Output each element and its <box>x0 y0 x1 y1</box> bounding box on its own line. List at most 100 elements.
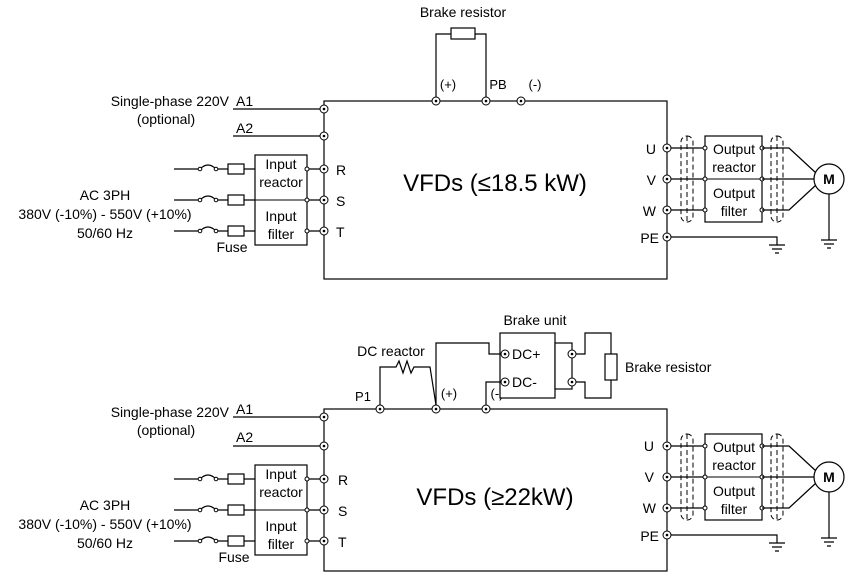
rst-terminals-top <box>319 164 329 236</box>
input-reactor-label-2-top: reactor <box>259 174 303 190</box>
w-label-top: W <box>643 203 657 219</box>
brake-resistor-top <box>450 27 476 40</box>
a2-terminal-top <box>319 131 329 141</box>
output-filter-label-1-top: Output <box>713 185 755 201</box>
output-reactor-label-1-bottom: Output <box>713 439 755 455</box>
input-reactor-label-2-bottom: reactor <box>259 484 303 500</box>
brake-resistor-bottom <box>604 353 618 381</box>
diagram-small-vfd: VFDs (≤18.5 kW) Brake resistor (+) PB (-… <box>18 4 845 280</box>
vfd-box-bottom <box>323 408 668 572</box>
r-label-top: R <box>336 162 346 178</box>
ground-icon <box>821 537 837 547</box>
output-reactor-label-2-bottom: reactor <box>712 457 756 473</box>
u-label-top: U <box>646 141 656 157</box>
motor-label-bottom: M <box>823 469 835 485</box>
v-label-bottom: V <box>645 469 655 485</box>
voltage-label-top: 380V (-10%) - 550V (+10%) <box>18 206 191 222</box>
output-filter-label-1-bottom: Output <box>713 483 755 499</box>
r-label-bottom: R <box>338 472 348 488</box>
fuse-label-top: Fuse <box>216 239 247 255</box>
brake-unit-terminals <box>500 349 510 387</box>
input-box-outputs-top <box>304 166 320 234</box>
dc-plus-label-bottom: (+) <box>441 386 457 401</box>
input-lines-top <box>174 163 255 237</box>
optional-label-top: (optional) <box>137 111 195 127</box>
output-reactor-label-1-top: Output <box>713 141 755 157</box>
output-filter-label-2-top: filter <box>721 203 748 219</box>
dc-terminals-bottom <box>375 404 491 414</box>
pe-wire-bottom <box>671 534 778 543</box>
a1-label-bottom: A1 <box>236 401 253 417</box>
uvw-terminals-top <box>662 143 672 242</box>
a2-terminal-bottom <box>319 441 329 451</box>
voltage-label-bottom: 380V (-10%) - 550V (+10%) <box>18 516 191 532</box>
t-label-top: T <box>336 224 345 240</box>
t-label-bottom: T <box>338 534 347 550</box>
brake-resistor-wires-bottom <box>576 332 612 399</box>
input-filter-label-2-top: filter <box>268 226 295 242</box>
w-label-bottom: W <box>643 500 657 516</box>
a2-label-bottom: A2 <box>236 429 253 445</box>
vfd-title-top: VFDs (≤18.5 kW) <box>403 170 587 197</box>
brake-unit-output-terminals <box>567 349 577 387</box>
ac3ph-label-top: AC 3PH <box>80 187 131 203</box>
dc-plus-label-top: (+) <box>440 77 456 92</box>
dc-plus-terminal-label: DC+ <box>512 346 540 362</box>
ground-icon <box>769 244 785 254</box>
input-lines-bottom <box>174 473 255 547</box>
output-filter-label-2-bottom: filter <box>721 501 748 517</box>
dc-minus-label-top: (-) <box>529 77 542 92</box>
a2-label-top: A2 <box>236 120 253 136</box>
single-phase-label-top: Single-phase 220V <box>111 93 230 109</box>
motor-wires-top <box>762 147 817 211</box>
freq-label-top: 50/60 Hz <box>77 225 133 241</box>
single-phase-label-bottom: Single-phase 220V <box>111 404 230 420</box>
input-filter-label-1-top: Input <box>265 208 296 224</box>
dc-reactor-label: DC reactor <box>357 343 425 359</box>
brake-unit-minus-wire <box>485 381 500 405</box>
ground-icon <box>821 239 837 249</box>
dc-terminal-minus-top <box>516 96 526 106</box>
brake-resistor-label-top: Brake resistor <box>420 4 507 20</box>
brake-resistor-label-bottom: Brake resistor <box>625 359 712 375</box>
dc-reactor <box>379 359 437 406</box>
freq-label-bottom: 50/60 Hz <box>77 535 133 551</box>
pe-label-top: PE <box>640 230 659 246</box>
output-reactor-label-2-top: reactor <box>712 159 756 175</box>
brake-unit-box <box>499 332 556 399</box>
uvw-wires-top <box>671 147 705 211</box>
a1-terminal-top <box>319 104 329 114</box>
input-filter-label-2-bottom: filter <box>268 536 295 552</box>
rst-terminals-bottom <box>319 474 329 546</box>
vfd-title-bottom: VFDs (≥22kW) <box>416 484 573 511</box>
brake-unit-label: Brake unit <box>503 312 566 328</box>
pe-label-bottom: PE <box>640 528 659 544</box>
motor-wires-bottom <box>762 445 817 509</box>
uvw-wires-bottom <box>671 445 705 509</box>
ground-icon <box>769 542 785 552</box>
brake-unit-plus-wire <box>435 342 500 405</box>
input-reactor-label-1-top: Input <box>265 156 296 172</box>
dc-terminal-pb-top <box>481 96 491 106</box>
brake-resistor-wire-top <box>435 33 487 97</box>
motor-label-top: M <box>823 171 835 187</box>
vfd-box-top <box>323 100 668 280</box>
fuse-label-bottom: Fuse <box>218 549 249 565</box>
pb-label-top: PB <box>489 77 506 92</box>
pe-wire-top <box>671 236 778 245</box>
p1-label: P1 <box>355 389 371 404</box>
input-reactor-label-1-bottom: Input <box>265 466 296 482</box>
u-label-bottom: U <box>644 438 654 454</box>
v-label-top: V <box>647 172 657 188</box>
diagram-large-vfd: VFDs (≥22kW) DC reactor P1 (+) (-) Brake… <box>18 312 845 572</box>
dc-minus-terminal-label: DC- <box>512 374 537 390</box>
a1-terminal-bottom <box>319 412 329 422</box>
input-box-outputs-bottom <box>304 476 320 544</box>
dc-terminal-plus-top <box>431 96 441 106</box>
s-label-bottom: S <box>338 503 347 519</box>
input-filter-label-1-bottom: Input <box>265 518 296 534</box>
ac3ph-label-bottom: AC 3PH <box>80 497 131 513</box>
optional-label-bottom: (optional) <box>137 422 195 438</box>
s-label-top: S <box>336 193 345 209</box>
